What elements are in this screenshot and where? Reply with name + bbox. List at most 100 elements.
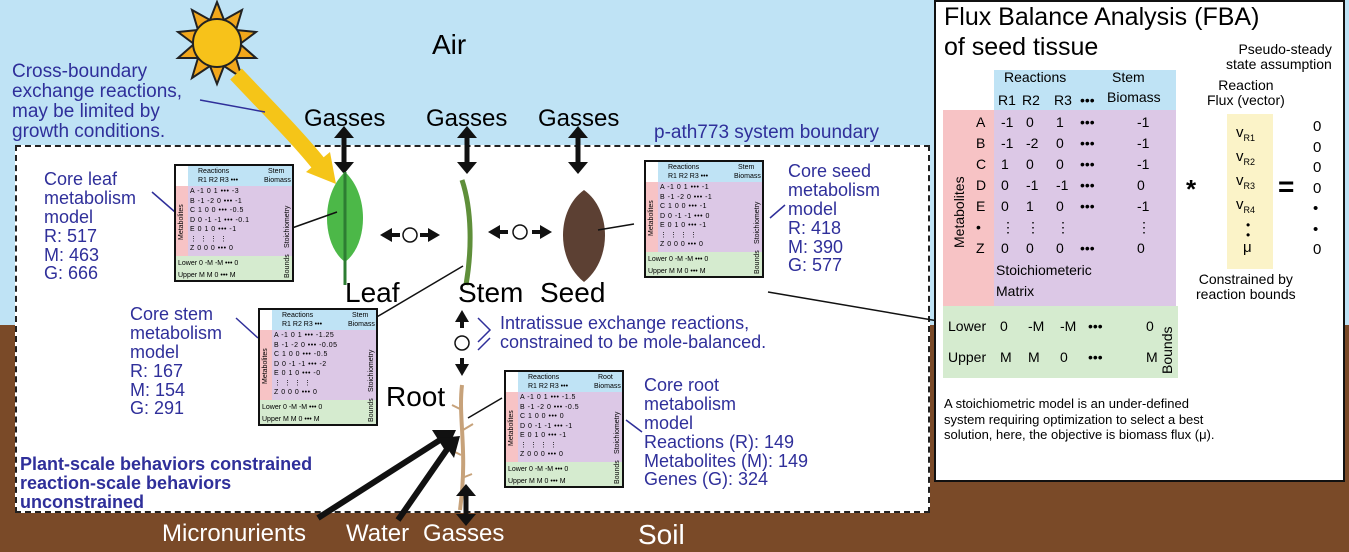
fba-metabolites-band (943, 110, 995, 306)
mini-stoich-band (752, 182, 762, 252)
fba-matrix-cell: 0 (1137, 240, 1145, 256)
mini-lower-row: Lower 0 -M -M ••• 0 (508, 466, 569, 473)
fba-matrix-cell: 0 (1026, 240, 1034, 256)
fba-bound-cell: 0 (1000, 318, 1008, 334)
fba-matrix-cell: -1 (1001, 135, 1014, 151)
fba-metabolites-label: Metabolites (951, 176, 967, 248)
mini-metabolites-label: Metabolites (262, 348, 269, 384)
fba-zero-entry: 0 (1313, 241, 1322, 258)
fba-flux-entry: vR1 (1236, 124, 1256, 143)
fba-bound-cell: -M (1060, 318, 1077, 334)
fba-matrix-cell: 0 (1026, 114, 1034, 130)
fba-reactions-label: Reactions (1004, 69, 1067, 85)
fba-bound-cell: Lower (948, 318, 987, 334)
mini-matrix-band (518, 392, 612, 462)
root-table-pointer (467, 397, 503, 419)
fba-bound-cell: M (1000, 349, 1012, 365)
mini-matrix-row: B -1 -2 0 ••• -0.5 (520, 403, 580, 411)
mini-stoich-label: Stoichiometry (284, 205, 291, 248)
fba-matrix-cell: ⋮ (1056, 219, 1070, 235)
leaf-label: Leaf (345, 277, 400, 308)
fba-matrix-cell: ••• (1080, 177, 1095, 193)
mini-matrix-row: Z 0 0 0 ••• 0 (660, 241, 704, 248)
mini-lower-row: Lower 0 -M -M ••• 0 (262, 404, 323, 411)
mini-matrix-row: C 1 0 0 ••• -0.5 (274, 351, 328, 358)
fba-bound-cell: 0 (1060, 349, 1068, 365)
mini-matrix-band (188, 186, 282, 256)
mini-bounds-label: Bounds (284, 254, 291, 278)
fba-matrix-cell: C (976, 156, 987, 172)
mini-stoich-band (612, 392, 622, 462)
fba-zero-entry: • (1313, 200, 1319, 217)
fba-bound-cell: M (1028, 349, 1040, 365)
fba-bounds-label: Bounds (1159, 326, 1175, 374)
fba-matrix-cell: 1 (1001, 156, 1009, 172)
fba-zero-entry: 0 (1313, 138, 1322, 156)
fba-equals: = (1278, 171, 1295, 202)
fba-zero-entry: 0 (1313, 118, 1322, 135)
fba-matrix-cell: • (976, 219, 981, 235)
mini-biomass-label: Biomass (348, 321, 375, 328)
mini-matrix-row: D 0 -1 -1 ••• 0 (660, 212, 710, 220)
mini-matrix-row: B -1 -2 0 ••• -1 (190, 197, 243, 205)
fba-matrix-cell: ••• (1080, 198, 1095, 214)
fba-col-r3: R3 (1054, 92, 1072, 108)
fba-matrix-cell: -1 (1137, 198, 1150, 214)
plant-scale-note: Plant-scale behaviors constrained reacti… (20, 454, 313, 512)
fba-matrix-cell: ••• (1080, 156, 1095, 172)
exchange-leaf-stem (380, 227, 440, 243)
mini-reactions-band (518, 372, 622, 392)
stem-model-pointer (235, 317, 259, 339)
gas-arrow-seed (568, 126, 588, 174)
mini-cols: R1 R2 R3 ••• (282, 321, 323, 328)
fba-matrix-cell: ••• (1080, 114, 1095, 130)
fba-flux-entry: vR2 (1236, 148, 1256, 167)
mini-cols: R1 R2 R3 ••• (198, 177, 239, 184)
mini-matrix-row: ⋮ ⋮ ⋮ ⋮ (660, 231, 698, 239)
mini-metabolites-band (260, 330, 272, 400)
mini-bounds-band (176, 256, 292, 280)
intratissue-pointer (477, 317, 492, 351)
mini-stoich-label: Stoichiometry (368, 349, 375, 392)
mini-bounds-label: Bounds (614, 460, 621, 484)
mini-biomass-top: Stem (268, 168, 285, 175)
mini-bounds-label: Bounds (368, 398, 375, 422)
mini-metabolites-label: Metabolites (178, 204, 185, 240)
mini-matrix-row: A -1 0 1 ••• -1 (660, 184, 710, 191)
system-boundary-label: p-ath773 system boundary (654, 122, 879, 143)
exchange-stem-seed (488, 224, 552, 240)
root-model-pointer (625, 419, 643, 433)
mini-matrix-row: Z 0 0 0 ••• 0 (190, 245, 234, 252)
sun-icon (175, 0, 259, 87)
fba-flux-subscript: R4 (1243, 205, 1256, 215)
fba-matrix-cell: -1 (1056, 177, 1069, 193)
gasses-leaf-label: Gasses (304, 105, 386, 132)
fba-zero-entry: 0 (1313, 179, 1322, 197)
soil-label: Soil (638, 519, 685, 550)
seed-icon (563, 190, 605, 282)
water-label: Water (346, 520, 410, 547)
mini-reactions-label: Reactions (528, 374, 560, 381)
fba-matrix-cell: D (976, 177, 987, 193)
mini-metabolites-band (506, 392, 518, 462)
cross-boundary-note: Cross-boundary exchange reactions, may b… (12, 61, 183, 142)
mini-reactions-label: Reactions (282, 312, 314, 319)
fba-flux-entry: vR3 (1236, 172, 1256, 191)
mini-lower-row: Lower 0 -M -M ••• 0 (648, 256, 709, 263)
mini-cols: R1 R2 R3 ••• (668, 173, 709, 180)
cross-boundary-pointer (199, 99, 266, 113)
gasses-stem-label: Gasses (426, 105, 508, 132)
air-label: Air (432, 29, 467, 60)
fba-matrix-cell: Z (976, 240, 985, 256)
mini-matrix-row: E 0 1 0 ••• -1 (520, 432, 567, 439)
fba-col-r2: R2 (1022, 92, 1040, 108)
fba-matrix-cell: -1 (1026, 177, 1039, 193)
mini-metabolites-band (646, 182, 658, 252)
mini-biomass-top: Stem (352, 312, 369, 319)
